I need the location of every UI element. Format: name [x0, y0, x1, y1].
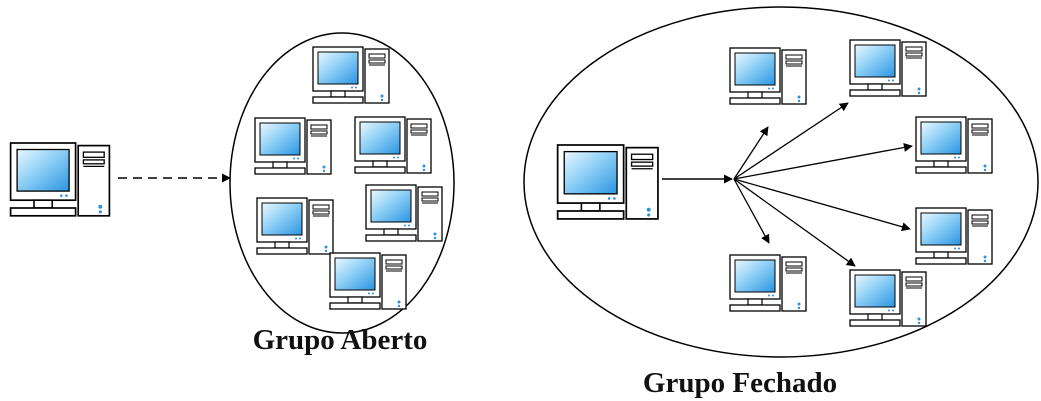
closed-group-label: Grupo Fechado [643, 367, 837, 399]
arrow [733, 178, 770, 244]
arrow [733, 102, 849, 180]
member-computer-icon [915, 116, 993, 174]
member-computer-icon [849, 39, 927, 97]
member-computer-icon [729, 254, 807, 312]
open-group-label: Grupo Aberto [253, 324, 428, 356]
sender-computer-icon [9, 142, 111, 217]
closed-group-boundary [523, 6, 1039, 358]
open-group-boundary [229, 32, 455, 334]
member-computer-icon [729, 47, 807, 105]
arrow [733, 178, 911, 232]
member-computer-icon [254, 117, 332, 175]
member-computer-icon [915, 207, 993, 265]
arrow [733, 143, 913, 180]
member-computer-icon [354, 116, 432, 174]
open-group: Grupo Aberto [9, 32, 455, 356]
member-computer-icon [365, 184, 443, 242]
member-computer-icon [312, 46, 390, 104]
member-computer-icon [329, 252, 407, 310]
sender-computer-icon [556, 144, 659, 220]
member-computer-icon [256, 197, 334, 255]
member-computer-icon [849, 269, 927, 327]
arrow [733, 126, 769, 180]
arrow [733, 178, 856, 267]
closed-group: Grupo Fechado [523, 6, 1039, 399]
